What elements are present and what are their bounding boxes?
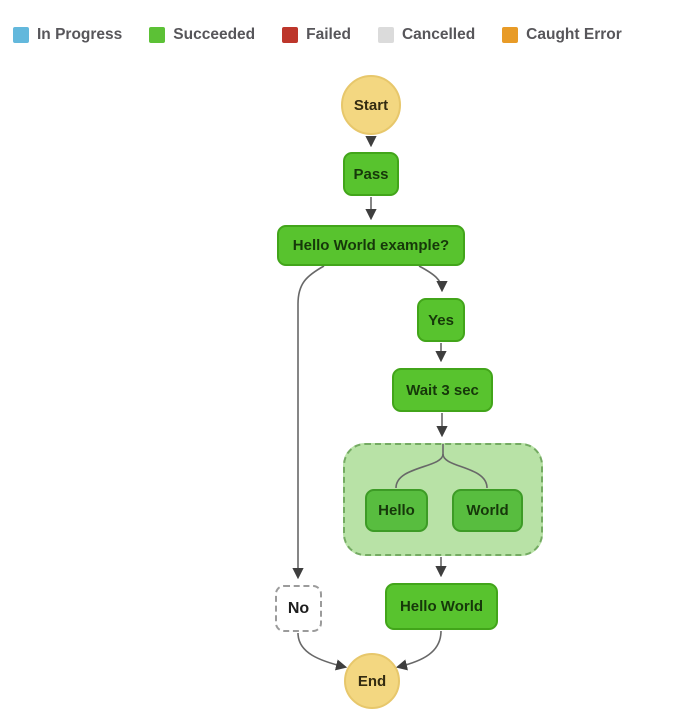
legend-label: Caught Error (526, 26, 622, 43)
node-hello-world[interactable]: Hello World (385, 583, 498, 630)
edge-helloworld-to-end (395, 630, 442, 671)
legend-item-in-progress: In Progress (13, 26, 122, 44)
in-progress-swatch (13, 27, 29, 43)
node-pass[interactable]: Pass (343, 152, 399, 196)
legend-item-cancelled: Cancelled (377, 26, 476, 44)
node-hello[interactable]: Hello (365, 489, 428, 532)
caught-error-swatch (502, 27, 519, 43)
edge-choice-to-yes (418, 265, 448, 293)
legend-label: Cancelled (401, 26, 476, 43)
node-world[interactable]: World (452, 489, 523, 532)
node-choice-hello-world-example[interactable]: Hello World example? (277, 225, 465, 266)
node-start[interactable]: Start (341, 75, 401, 135)
legend-label: Failed (306, 26, 351, 43)
legend-item-succeeded: Succeeded (149, 26, 255, 44)
legend-item-caught-error: Caught Error (502, 26, 622, 44)
legend-label: Succeeded (173, 26, 256, 43)
node-wait-3-sec[interactable]: Wait 3 sec (392, 368, 493, 412)
legend-label: In Progress (37, 26, 123, 43)
status-legend: In Progress Succeeded Failed Cancelled C… (13, 26, 622, 44)
succeeded-swatch (149, 27, 166, 43)
node-end[interactable]: End (344, 653, 400, 709)
edge-choice-to-no (292, 265, 325, 580)
cancelled-swatch (377, 27, 394, 43)
edge-no-to-end (297, 632, 348, 671)
node-no[interactable]: No (275, 585, 322, 632)
legend-item-failed: Failed (282, 26, 351, 44)
failed-swatch (282, 27, 299, 43)
node-yes[interactable]: Yes (417, 298, 465, 342)
